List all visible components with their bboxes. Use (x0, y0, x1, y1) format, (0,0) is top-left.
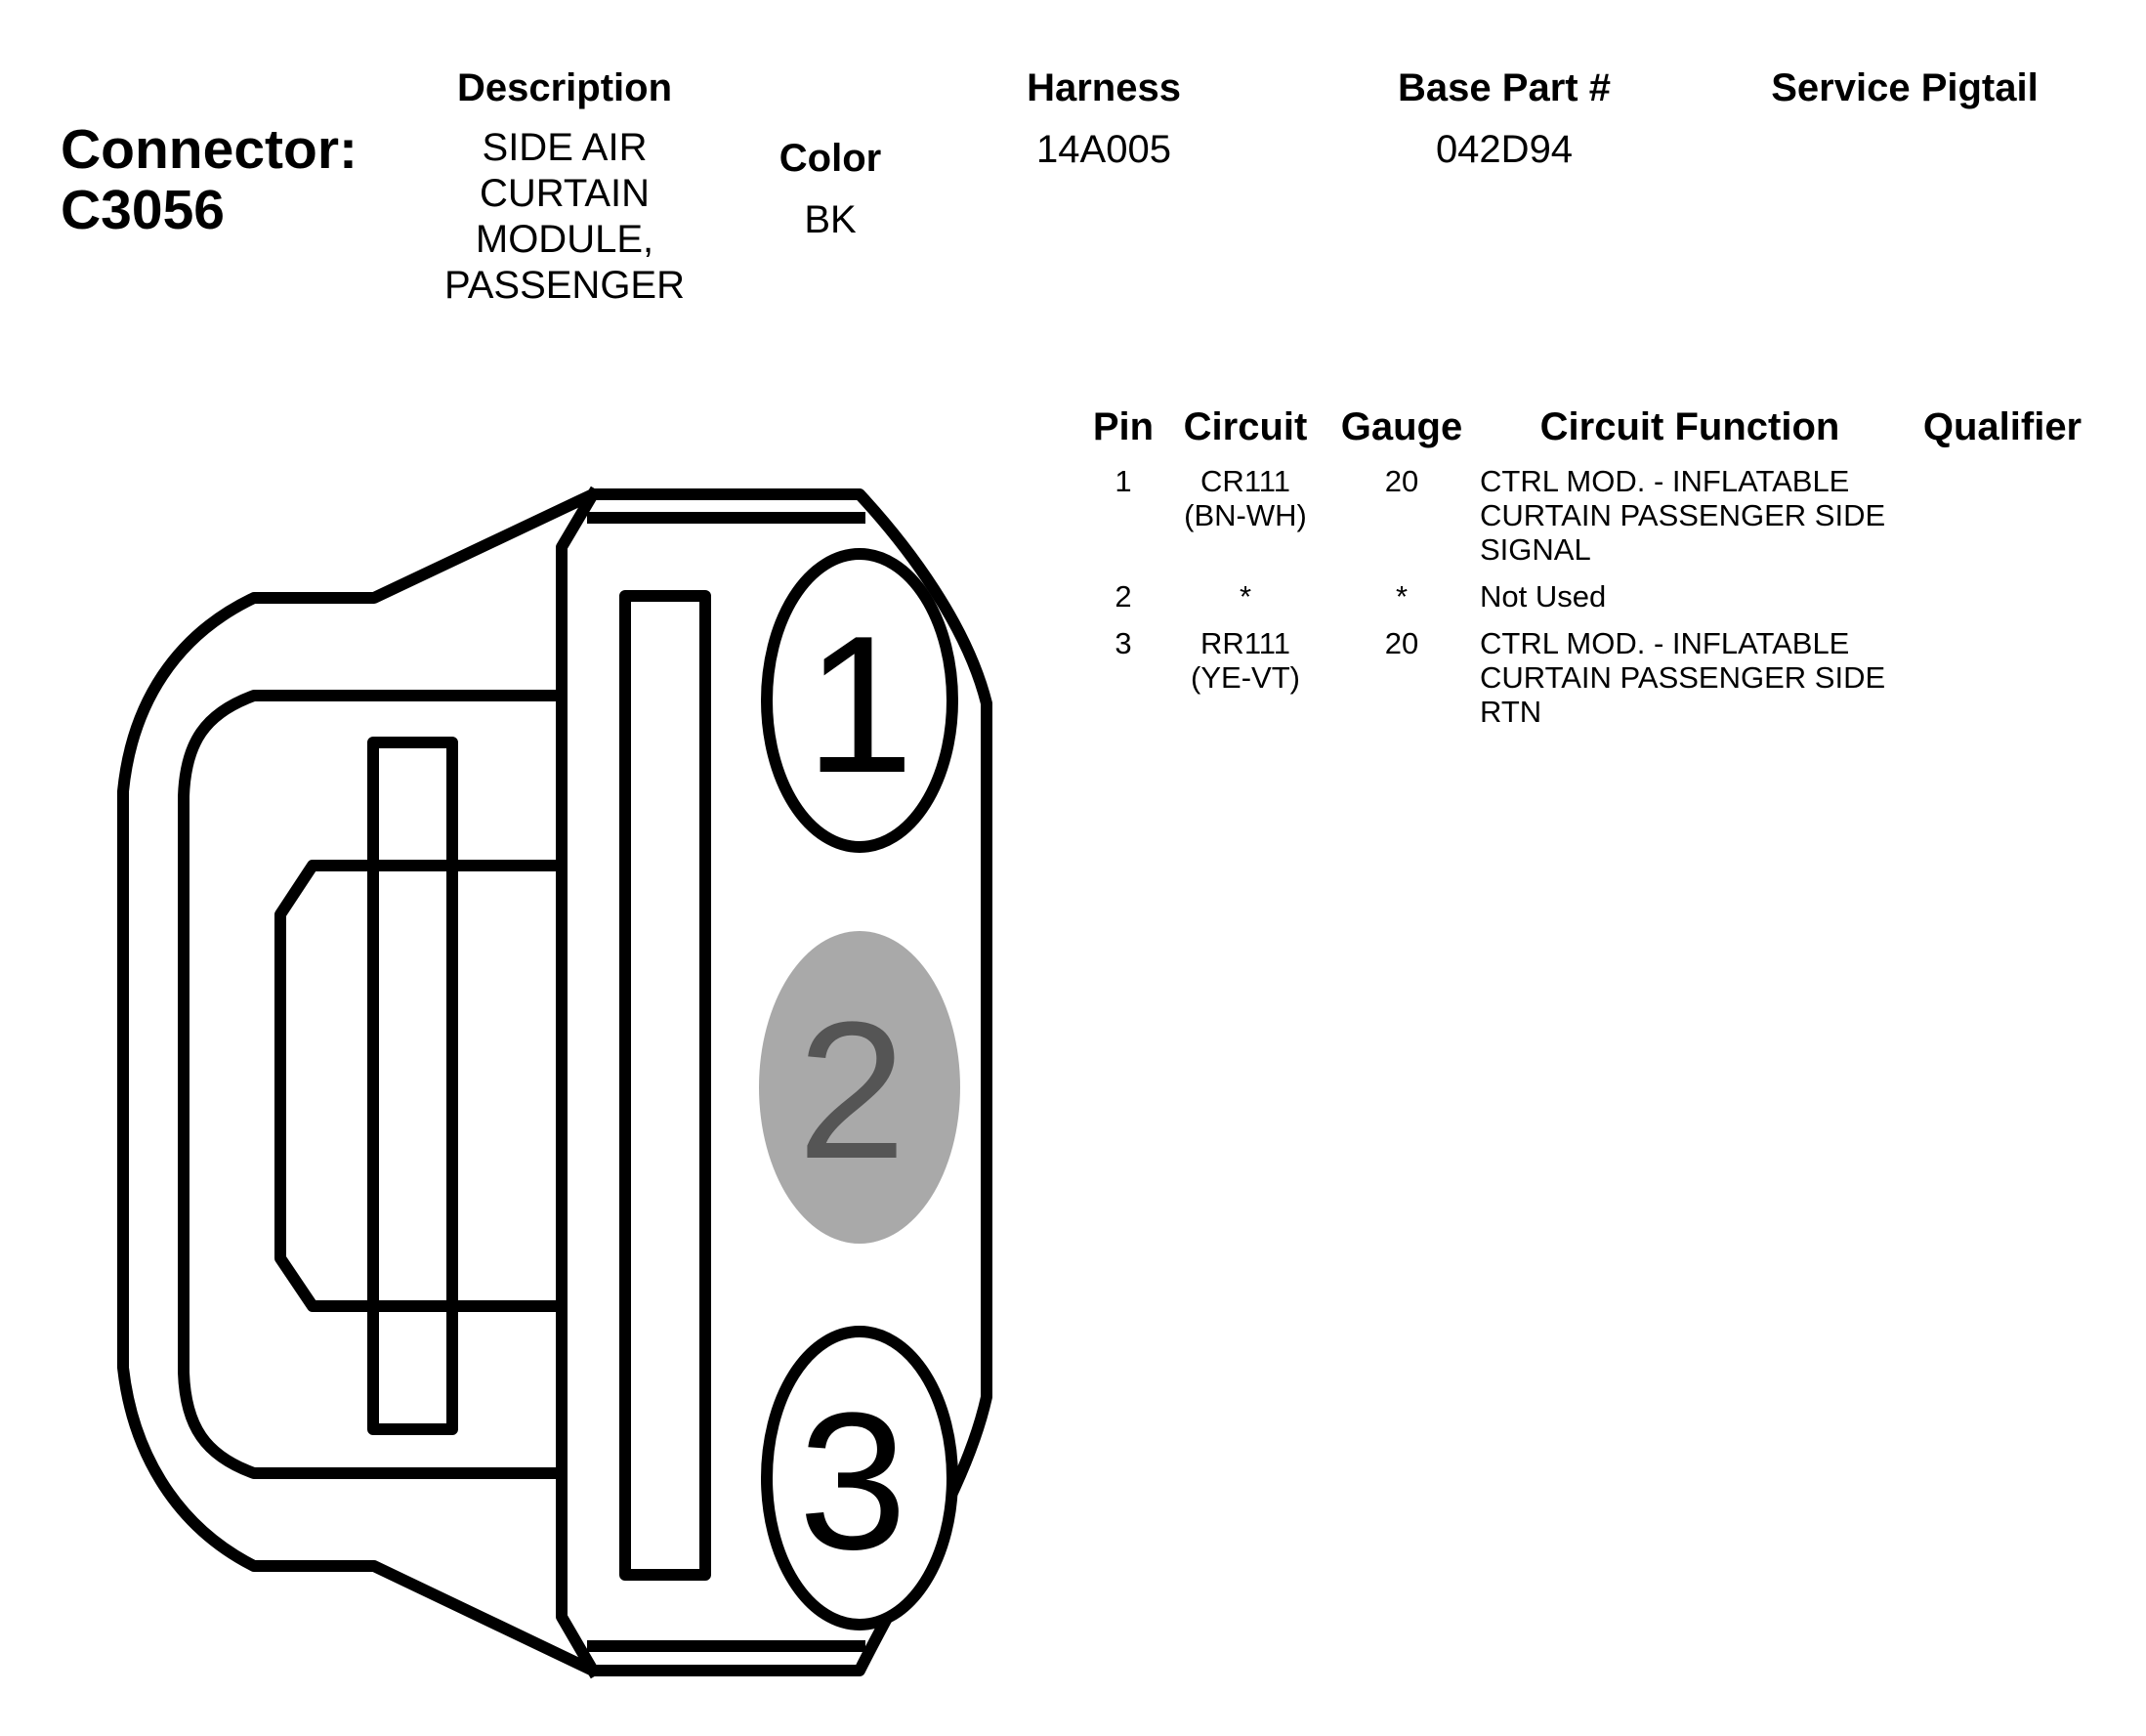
description-header: Description (456, 66, 673, 109)
connector-id: C3056 (61, 179, 225, 241)
harness-value: 14A005 (1036, 128, 1171, 171)
base-part-header: Base Part # (1398, 66, 1611, 109)
cavity-1: 1 (761, 548, 958, 853)
column-header-circuit: Circuit (1183, 405, 1308, 448)
terminal-position-assurance-bar (619, 590, 711, 1581)
connector-latch (274, 860, 568, 1312)
service-pigtail-header: Service Pigtail (1771, 66, 2039, 109)
circuit-function-cell: Not Used (1480, 579, 1607, 614)
circuit-cell: RR111 (YE-VT) (1191, 626, 1300, 695)
column-header-gauge: Gauge (1340, 405, 1463, 448)
connector-divider-wall (556, 486, 602, 1679)
connector-face-diagram: 1 2 3 (117, 486, 992, 1679)
column-header-pin: Pin (1092, 405, 1155, 448)
pin-cell: 1 (1115, 464, 1132, 498)
base-part-value: 042D94 (1435, 128, 1574, 171)
connector-title: Connector: C3056 (61, 119, 358, 240)
connector-outer-shell (117, 488, 992, 1676)
cavity-number-3: 3 (798, 1373, 906, 1590)
gauge-cell: 20 (1384, 626, 1419, 660)
circuit-cell: CR111 (BN-WH) (1184, 464, 1307, 532)
gauge-cell: 20 (1384, 464, 1419, 498)
pin-cell: 2 (1115, 579, 1132, 614)
circuit-function-cell: CTRL MOD. - INFLATABLE CURTAIN PASSENGER… (1480, 626, 1886, 729)
gauge-cell: * (1395, 579, 1409, 614)
circuit-function-cell: CTRL MOD. - INFLATABLE CURTAIN PASSENGER… (1480, 464, 1886, 567)
color-header: Color (778, 137, 882, 180)
cavity-number-2: 2 (797, 982, 905, 1200)
column-header-qualifier: Qualifier (1922, 405, 2083, 448)
latch-bar (367, 737, 458, 1435)
description-value: SIDE AIR CURTAIN MODULE, PASSENGER (444, 126, 685, 307)
cavity-number-1: 1 (805, 596, 913, 814)
connector-label: Connector: (61, 118, 358, 181)
column-header-circuit-function: Circuit Function (1539, 405, 1840, 448)
connector-inner-shell (178, 690, 568, 1479)
pin-cell: 3 (1115, 626, 1132, 660)
color-value: BK (804, 198, 857, 241)
cavity-2: 2 (759, 931, 960, 1244)
cavity-3: 3 (761, 1326, 958, 1630)
circuit-cell: * (1239, 579, 1252, 614)
harness-header: Harness (1027, 66, 1181, 109)
